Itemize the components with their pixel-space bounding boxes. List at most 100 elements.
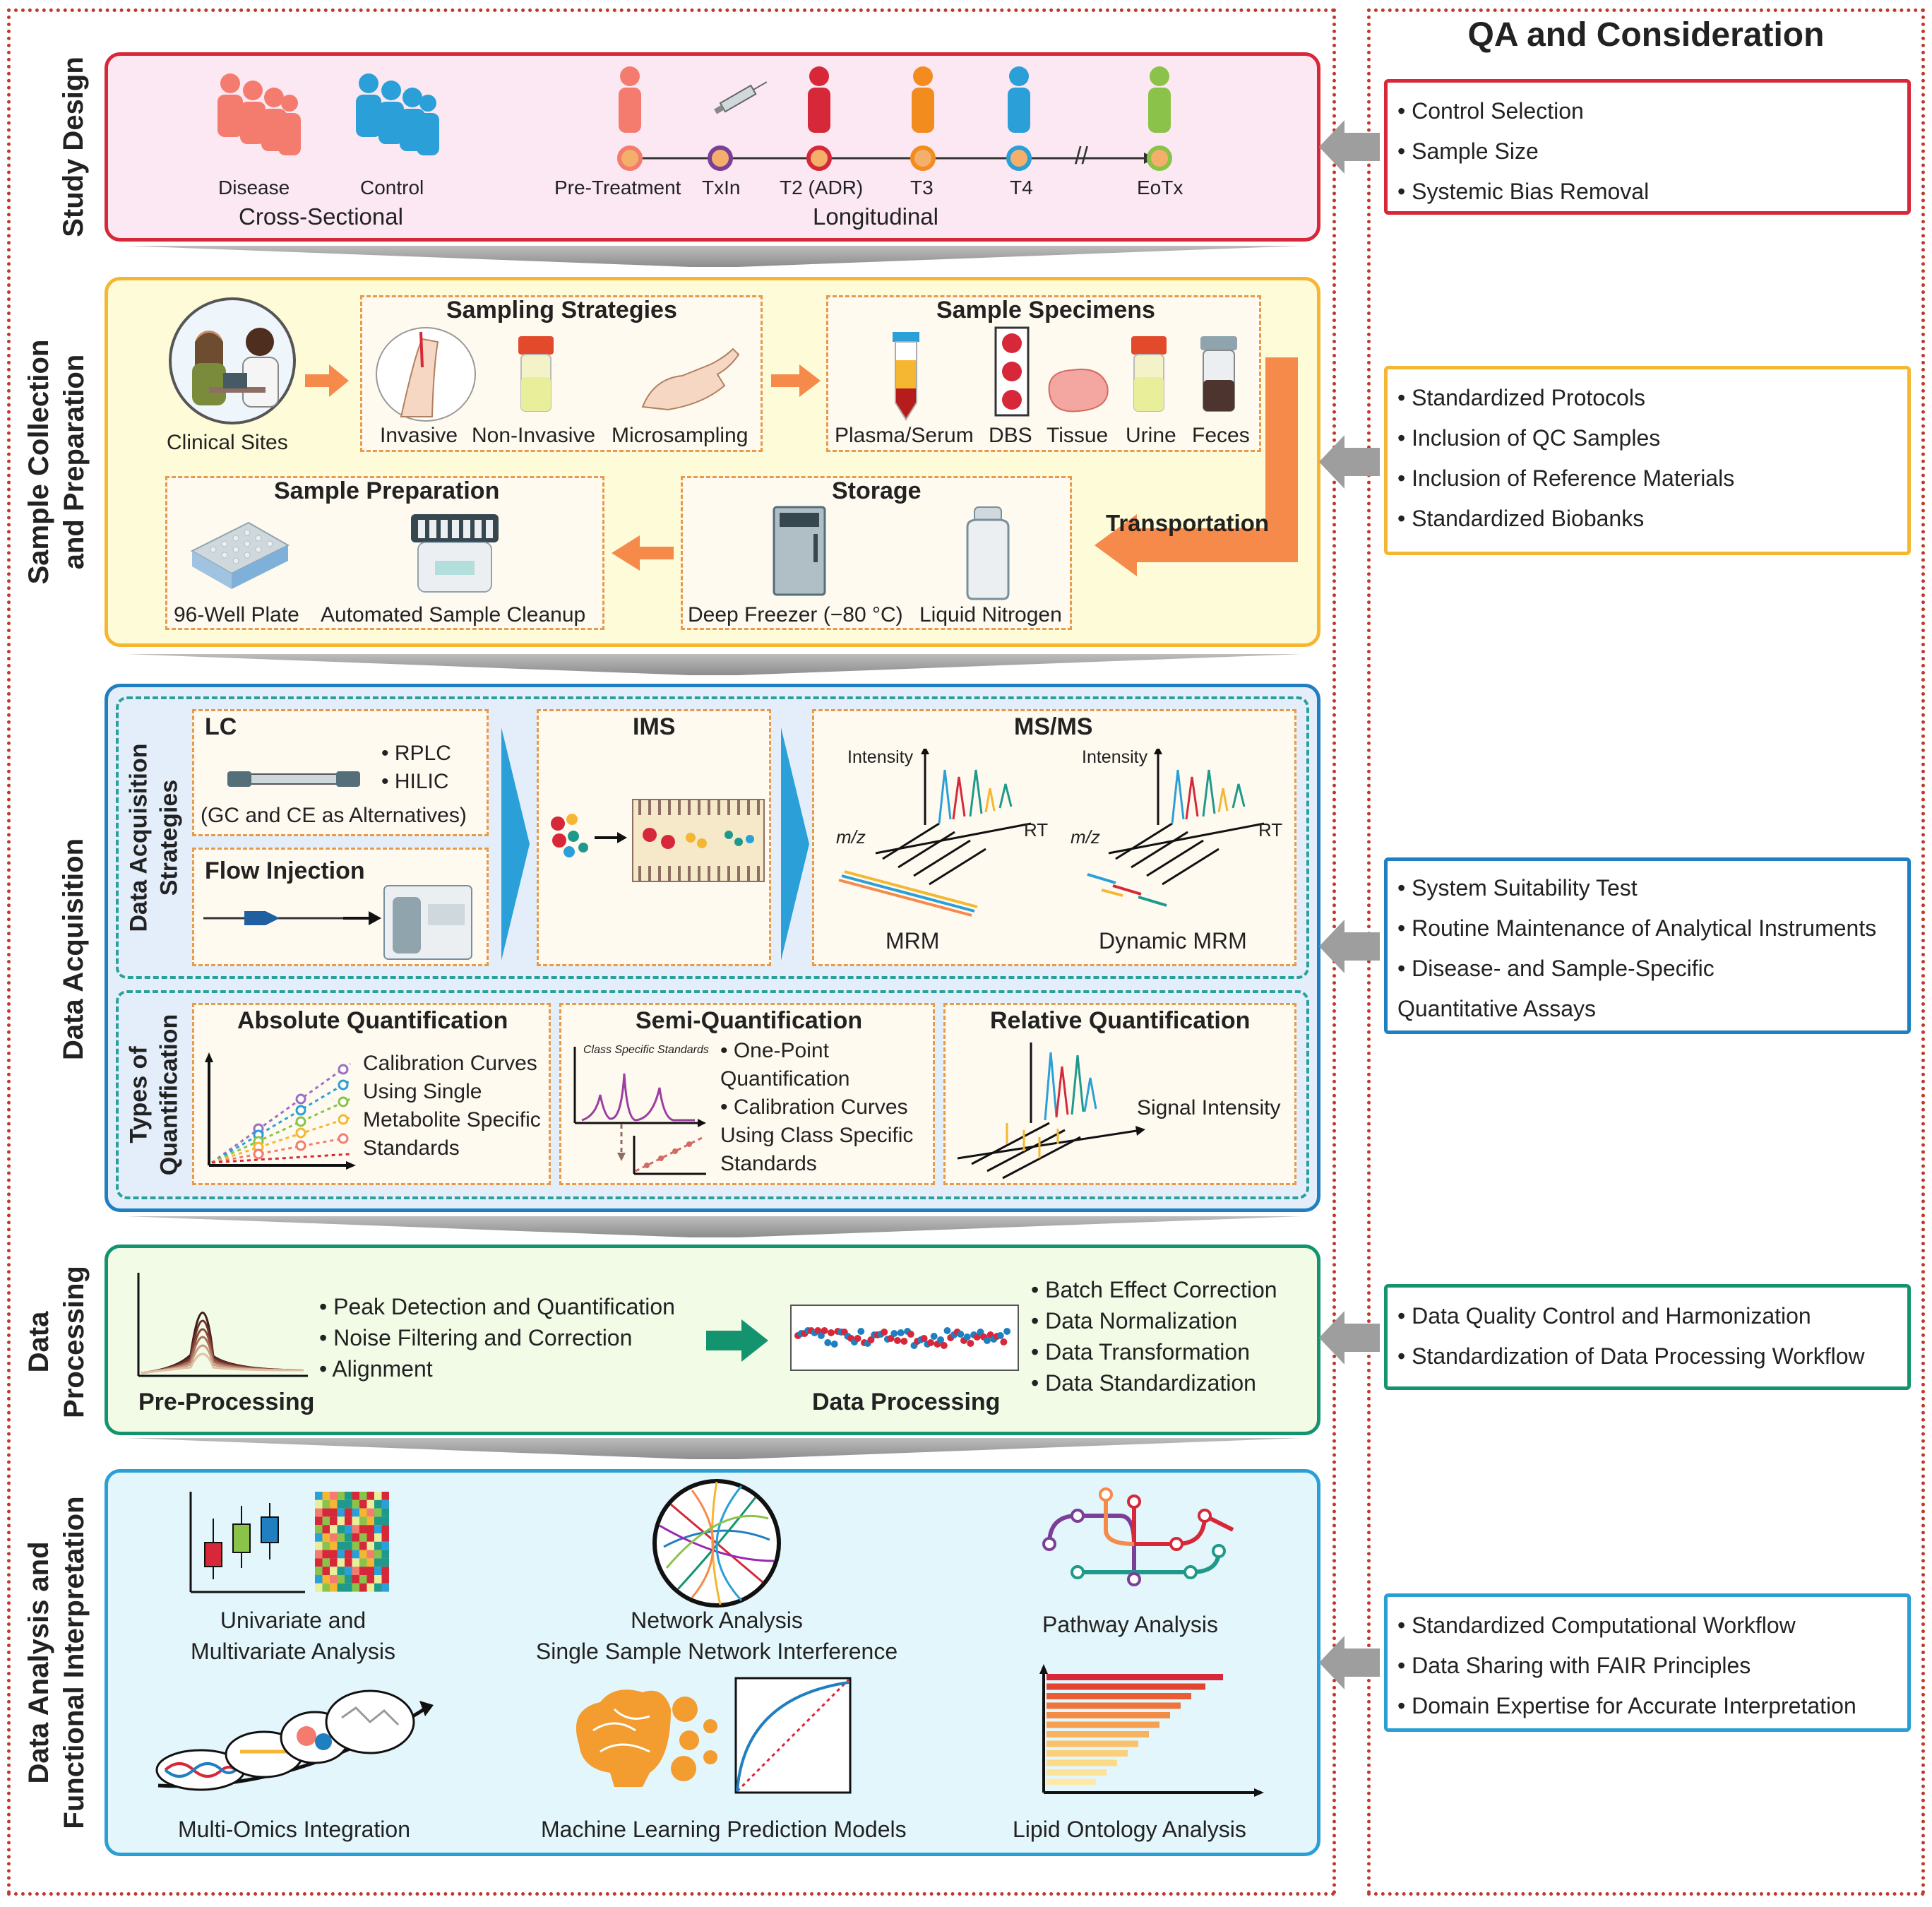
dmrm-rt-label: RT [1258, 819, 1283, 840]
feces-tube-icon [1200, 336, 1237, 412]
liquid-nitrogen-icon [966, 506, 1010, 600]
lipid-bar [1046, 1769, 1107, 1776]
univariate-label: Univariate and Multivariate Analysis [191, 1608, 395, 1664]
heatmap-cell [352, 1499, 359, 1509]
relative-quant-box [943, 1003, 1296, 1185]
heatmap-cell [381, 1508, 389, 1517]
heatmap-cell [330, 1516, 338, 1526]
absolute-quant-title: Absolute Quantification [237, 1007, 508, 1034]
study-design-stage [105, 52, 1320, 242]
heatmap-cell [322, 1499, 330, 1509]
lipid-bar-chart-icon [1039, 1664, 1264, 1797]
heatmap-cell [359, 1575, 367, 1584]
heatmap-cell [381, 1516, 389, 1526]
qa-title: QA and Consideration [1467, 16, 1825, 54]
heatmap-cell [330, 1525, 338, 1533]
heatmap-cell [359, 1558, 367, 1567]
heatmap-cell [359, 1567, 367, 1575]
network-circle-icon [652, 1479, 781, 1608]
heatmap-cell [359, 1541, 367, 1550]
heatmap-cell [337, 1525, 345, 1533]
batch-point [894, 1337, 901, 1344]
heatmap-cell [345, 1508, 352, 1517]
heatmap-cell [322, 1516, 330, 1526]
mrm-label: MRM [886, 928, 940, 954]
chevron-to-ims-icon [501, 727, 530, 961]
non-invasive-label: Non-Invasive [472, 424, 596, 447]
microsampling-label: Microsampling [612, 424, 749, 447]
t2-person-icon [808, 66, 830, 133]
transportation-arrow-icon [1095, 357, 1298, 576]
lipid-bar [1046, 1674, 1223, 1680]
heatmap-cell [366, 1550, 374, 1559]
heatmap-cell [315, 1575, 323, 1584]
heatmap-cell [337, 1575, 345, 1584]
heatmap-cell [337, 1508, 345, 1517]
heatmap-cell [322, 1567, 330, 1575]
lc-column-icon [227, 771, 360, 787]
heatmap-cell [381, 1541, 389, 1550]
heatmap-cell [352, 1492, 359, 1500]
clinical-sites-icon [169, 297, 296, 424]
heatmap-cell [345, 1492, 352, 1500]
batch-point [830, 1341, 838, 1348]
mrm-rt-label: RT [1024, 819, 1049, 840]
heatmap-cell [366, 1499, 374, 1509]
invasive-label: Invasive [380, 424, 458, 447]
heatmap-cell [322, 1541, 330, 1550]
rplc-label: • RPLC [381, 742, 451, 765]
ml-models-label: Machine Learning Prediction Models [541, 1817, 907, 1842]
msms-title: MS/MS [1014, 713, 1093, 740]
t4-person-icon [1008, 66, 1030, 133]
heatmap-cell [315, 1567, 323, 1575]
heatmap-cell [330, 1558, 338, 1567]
heatmap-cell [330, 1550, 338, 1559]
semi-quant-chromatogram-icon [573, 1047, 706, 1175]
heatmap-cell [381, 1533, 389, 1542]
heatmap-cell [330, 1567, 338, 1575]
batch-point [890, 1330, 898, 1337]
heatmap-cell [322, 1575, 330, 1584]
heatmap-cell [366, 1525, 374, 1533]
control-label: Control [360, 177, 424, 198]
batch-point [943, 1327, 951, 1334]
timepoint-t3: T3 [910, 177, 934, 198]
batch-point [824, 1339, 832, 1346]
disease-group-icon [217, 73, 301, 155]
data-analysis-label: Data Analysis and Functional Interpretat… [23, 1496, 90, 1829]
lipid-bar [1046, 1702, 1181, 1709]
longitudinal-label: Longitudinal [813, 203, 938, 230]
heatmap-cell [359, 1583, 367, 1592]
heatmap-cell [330, 1533, 338, 1542]
deep-freezer-label: Deep Freezer (−80 °C) [688, 603, 903, 626]
longitudinal-timeline: // [617, 66, 1172, 171]
heatmap-cell [337, 1533, 345, 1542]
well-plate-label: 96-Well Plate [174, 603, 299, 626]
qa-box-data-processing: • Data Quality Control and Harmonization… [1384, 1284, 1911, 1390]
acquisition-strategies-box [116, 696, 1309, 979]
mrm-intensity-label: Intensity [847, 747, 914, 767]
lc-alternatives-label: (GC and CE as Alternatives) [201, 804, 467, 827]
sample-preparation-title: Sample Preparation [274, 477, 500, 504]
absolute-quant-box [192, 1003, 551, 1185]
heatmap-cell [381, 1583, 389, 1592]
flow-injection-title: Flow Injection [205, 857, 365, 884]
chevron-to-msms-icon [781, 727, 809, 961]
heatmap-cell [359, 1492, 367, 1500]
qa-arrow-collection-icon [1319, 435, 1380, 489]
arrow-to-specimens-icon [771, 364, 821, 397]
batch-point [930, 1333, 938, 1340]
batch-point [967, 1340, 974, 1347]
timepoint-eotx: EoTx [1137, 177, 1183, 198]
heatmap-cell [315, 1525, 323, 1533]
batch-point [900, 1338, 908, 1345]
mrm-mz-label: m/z [836, 826, 866, 848]
heatmap-cell [366, 1567, 374, 1575]
heatmap-cell [359, 1499, 367, 1509]
heatmap-cell [337, 1550, 345, 1559]
pathway-analysis-label: Pathway Analysis [1042, 1612, 1219, 1637]
boxplot-heatmap-icon [189, 1492, 389, 1593]
heatmap-cell [374, 1499, 382, 1509]
hilic-label: • HILIC [381, 770, 449, 793]
heatmap-cell [359, 1525, 367, 1533]
